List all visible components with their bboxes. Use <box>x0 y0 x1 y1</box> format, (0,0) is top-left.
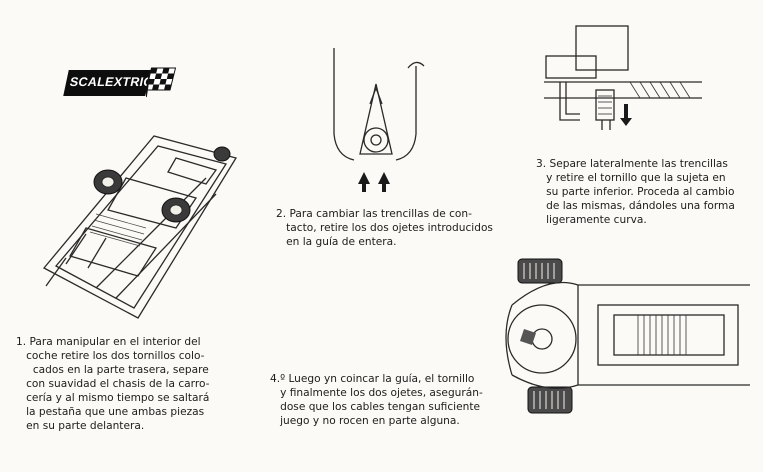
caption-step-3: 3. Separe lateralmente las trencillas y … <box>536 158 735 226</box>
caption-step-1: 1. Para manipular en el interior del coc… <box>16 336 210 432</box>
chassis-top-view-illustration <box>505 258 750 414</box>
car-chassis-illustration <box>42 135 238 319</box>
guide-braids-illustration <box>333 48 425 192</box>
caption-step-2: 2. Para cambiar las trencillas de con- t… <box>276 208 493 248</box>
caption-step-4: 4.º Luego yn coincar la guía, el tornill… <box>270 373 483 427</box>
scalextric-logo: SCALEXTRIC <box>63 66 178 98</box>
checkered-flag-icon <box>146 67 177 98</box>
logo-text: SCALEXTRIC <box>68 75 155 89</box>
screw-section-illustration <box>544 25 702 130</box>
